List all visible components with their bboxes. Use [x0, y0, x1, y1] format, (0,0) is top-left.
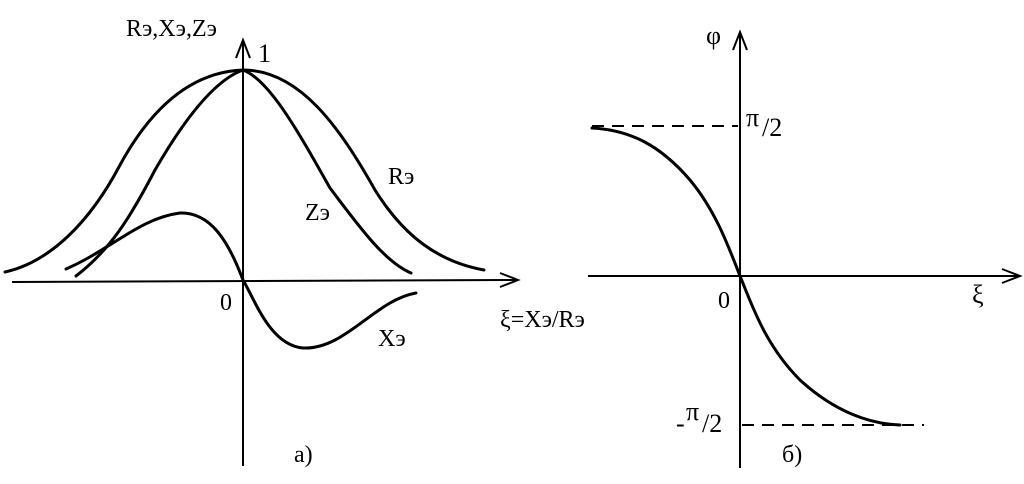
b-bottom-sign: -	[676, 409, 685, 438]
curve-z-label: Zэ	[305, 200, 330, 226]
b-y-axis-arrow	[732, 29, 748, 51]
curve-x-label: Xэ	[378, 326, 406, 352]
curve-r-label: Rэ	[388, 164, 414, 190]
a-x-axis-arrow	[499, 272, 521, 288]
a-x-axis	[11, 279, 519, 283]
a-origin-label: 0	[220, 290, 232, 316]
b-top-level-label: π /2	[746, 103, 782, 142]
a-caption: а)	[294, 442, 313, 468]
b-top-denominator: /2	[762, 113, 782, 142]
figure-b: φ π /2 - π /2 0 ξ б)	[588, 21, 1023, 468]
figure-a: Rэ,Xэ,Zэ 1 0 ξ=Xэ/Rэ Rэ Zэ Xэ а)	[3, 16, 585, 468]
a-y-axis-label: Rэ,Xэ,Zэ	[126, 16, 217, 42]
curve-x	[64, 211, 418, 350]
b-caption: б)	[782, 442, 802, 468]
b-bottom-level-label: - π /2	[676, 397, 722, 438]
a-x-axis-label: ξ=Xэ/Rэ	[500, 307, 585, 333]
b-bottom-pi: π	[686, 397, 699, 426]
curve-phi	[590, 126, 902, 427]
b-top-pi: π	[746, 103, 759, 132]
a-y-axis-arrow	[235, 37, 251, 59]
b-x-axis-arrow	[1001, 268, 1023, 284]
b-y-axis-label: φ	[706, 21, 721, 50]
a-peak-label: 1	[258, 39, 271, 68]
b-x-axis-label: ξ	[972, 280, 984, 309]
curve-z	[74, 68, 413, 278]
b-bottom-denominator: /2	[702, 409, 722, 438]
b-origin-label: 0	[718, 288, 730, 314]
